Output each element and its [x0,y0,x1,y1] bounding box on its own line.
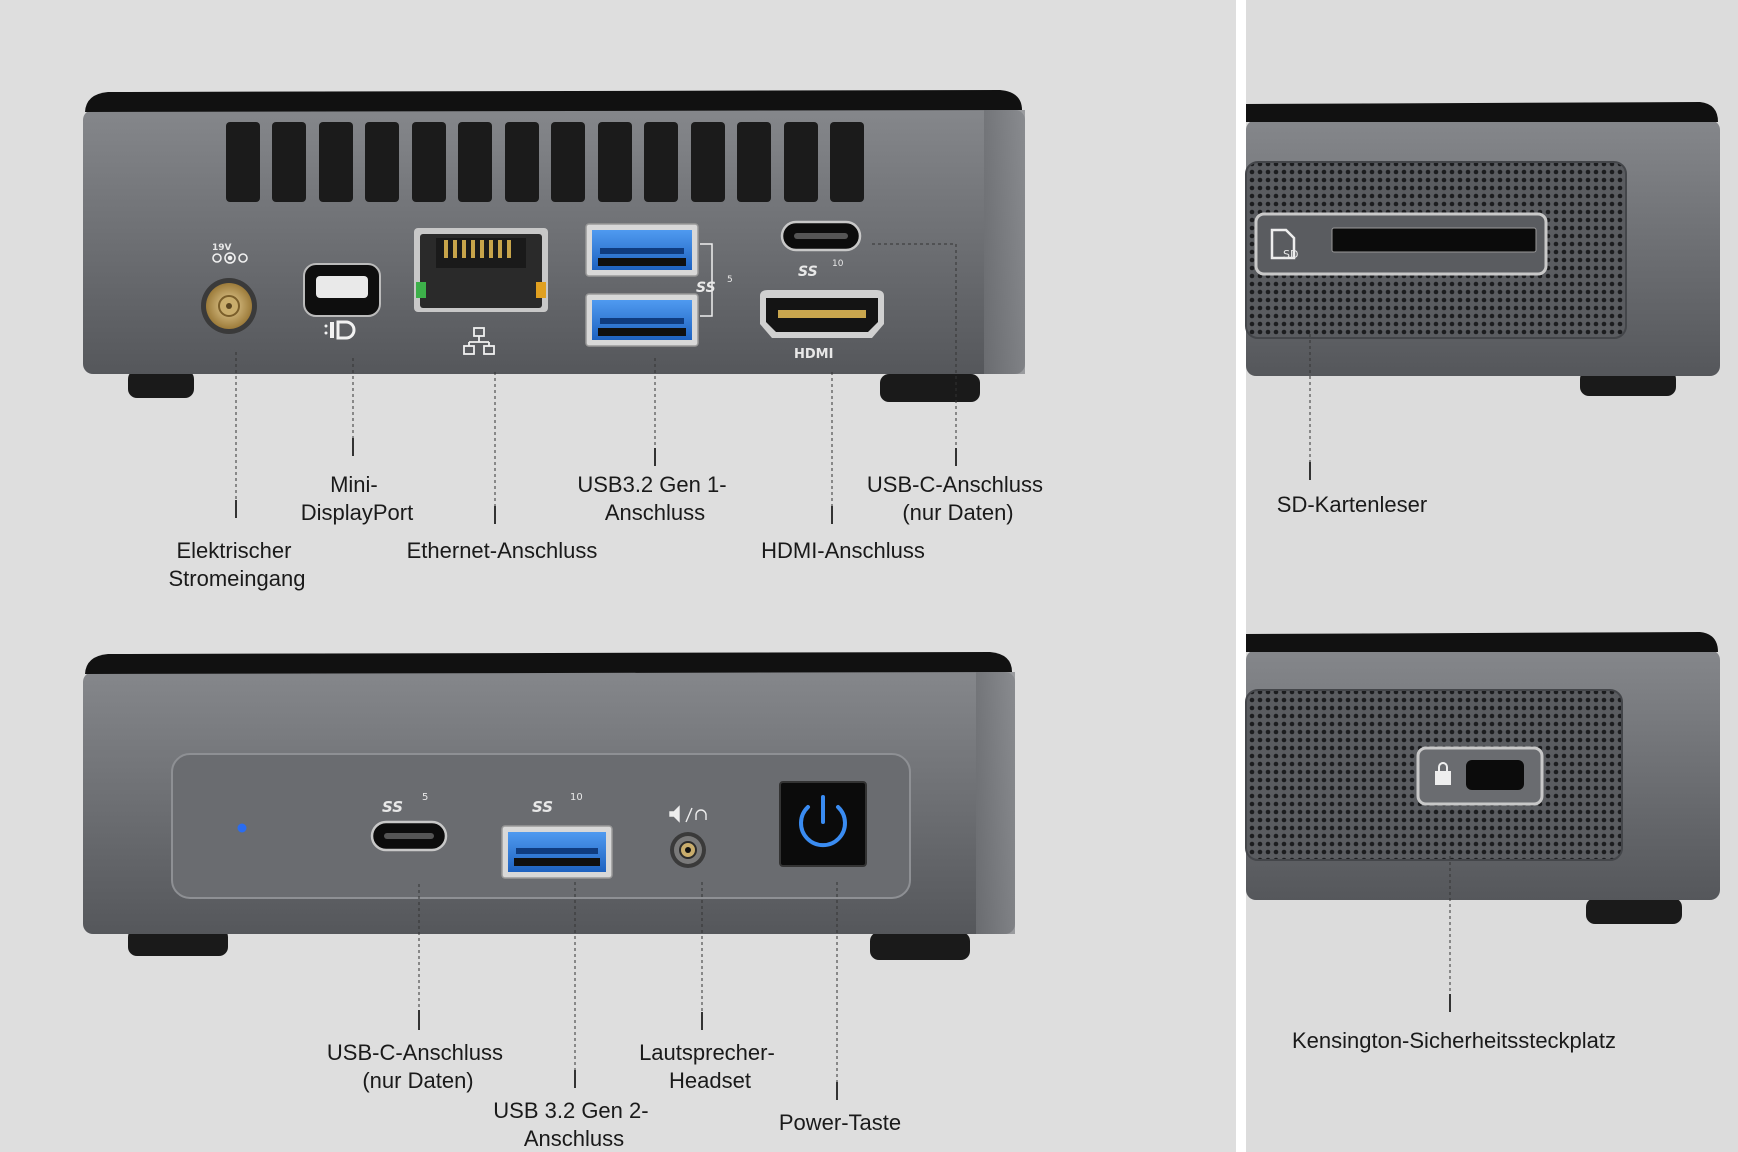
usb-superspeed-10-icon: SS 10 [798,259,844,280]
foot [1586,898,1682,924]
network-icon [463,327,495,355]
foot [870,932,970,960]
front-leader-lines [418,882,838,1100]
rear-view: 19V [83,90,1025,402]
usb-superspeed-10-icon-front: SS 10 [532,792,583,816]
svg-text:SS: SS [382,798,403,816]
front-view: SS 5 SS 10 [83,652,1015,960]
svg-text:SS: SS [532,798,553,816]
svg-text:10: 10 [832,259,844,269]
sd-card-slot [1331,227,1537,253]
label-usb32-gen2: USB 3.2 Gen 2- Anschluss [493,1098,654,1151]
dc-polarity-icon [212,252,248,264]
svg-text:SS: SS [696,280,716,296]
dc-voltage-mark: 19V [212,243,232,253]
power-button[interactable] [779,781,867,867]
audio-jack [670,832,706,868]
ethernet-port [414,228,548,312]
label-kensington: Kensington-Sicherheitssteckplatz [1292,1028,1616,1053]
label-sd-reader: SD-Kartenleser [1277,492,1427,517]
usb-a-port-top [585,223,699,277]
foot [880,374,980,402]
kensington-slot [1466,760,1524,790]
rear-leader-lines [235,243,957,524]
top-lid [85,652,1012,674]
power-icon [799,795,847,848]
svg-text:10: 10 [570,792,583,803]
top-lid [1246,632,1718,652]
label-usb32-gen1: USB3.2 Gen 1- Anschluss [577,472,732,525]
label-mini-displayport: Mini- DisplayPort [301,472,413,525]
foot [1580,370,1676,396]
displayport-icon [324,320,356,340]
headset-icon [669,805,707,823]
svg-text:5: 5 [422,792,428,803]
status-led [237,823,247,833]
top-lid [1246,102,1718,122]
usb-superspeed-5-icon: SS 5 [696,243,733,317]
lock-icon [1435,762,1451,785]
side-view-sd: SD [1245,102,1720,396]
foot [128,370,194,398]
svg-text:SD: SD [1283,248,1298,261]
divider [1236,0,1246,1152]
svg-text:SS: SS [798,264,818,280]
usb-superspeed-5-icon-front: SS 5 [382,792,428,816]
sd-card-icon: SD [1270,228,1298,261]
hdmi-logo: HDMI [794,347,833,362]
mini-displayport [303,263,381,317]
label-hdmi: HDMI-Anschluss [761,538,925,563]
usb-a-port-front [501,825,613,879]
top-lid [85,90,1022,112]
foot [128,928,228,956]
usb-c-port-rear [780,220,862,252]
usb-a-port-bottom [585,293,699,347]
side-view-kensington [1245,632,1720,924]
svg-text:5: 5 [727,275,733,285]
power-input-port: 19V [201,243,257,334]
usb-c-port-front [370,820,448,852]
label-ethernet: Ethernet-Anschluss [407,538,598,563]
label-usbc-front: USB-C-Anschluss (nur Daten) [327,1040,509,1093]
label-power-input: Elektrischer Stromeingang [169,538,306,591]
label-audio: Lautsprecher- Headset [639,1040,781,1093]
vent-grille [226,122,864,202]
hdmi-port [760,290,884,338]
label-usbc-rear: USB-C-Anschluss (nur Daten) [867,472,1049,525]
label-power-button: Power-Taste [779,1110,901,1135]
